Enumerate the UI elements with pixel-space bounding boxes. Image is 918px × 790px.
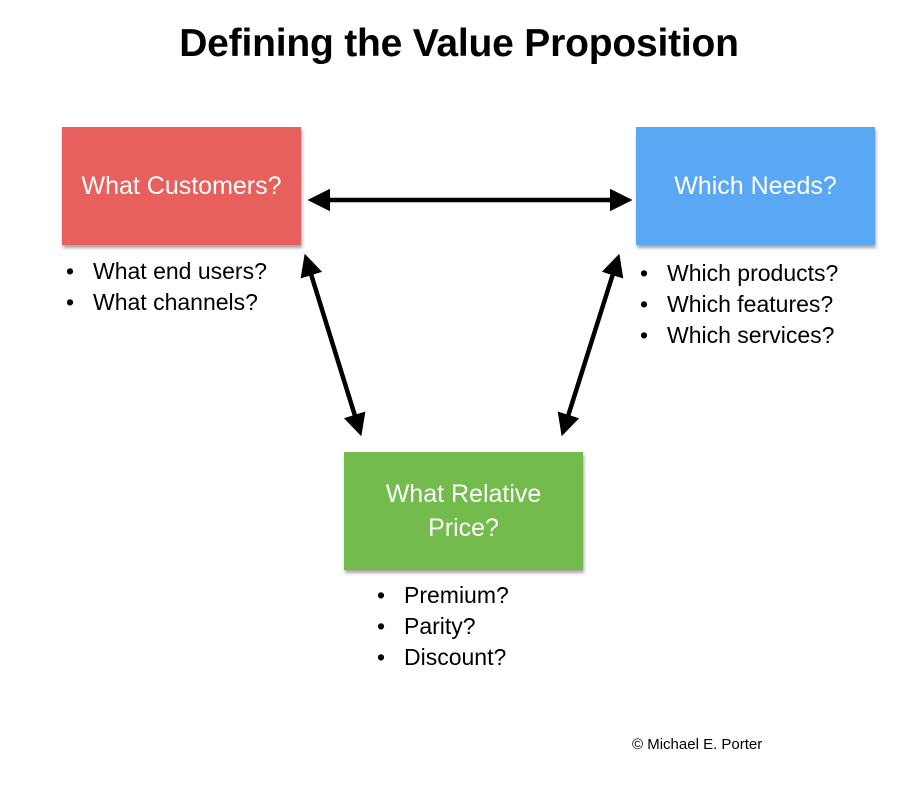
which-needs-box: Which Needs? [636,127,875,245]
what-relative-price-box: What Relative Price? [344,452,583,570]
needs-bullet-item: Which products? [638,258,838,289]
needs-bullet-item: Which features? [638,289,838,320]
what-customers-box: What Customers? [62,127,301,245]
price-bullet-item: Premium? [375,580,509,611]
needs-price-arrow [557,253,624,437]
needs-bullet-item: Which services? [638,320,838,351]
price-bullet-item: Discount? [375,642,509,673]
customers-price-arrow [300,253,366,437]
what-relative-price-label: What Relative Price? [385,480,542,542]
diagram-title: Defining the Value Proposition [179,22,739,65]
copyright-notice: © Michael E. Porter [632,736,763,753]
price-bullet-item: Parity? [375,611,509,642]
customers-bullet-item: What channels? [64,287,267,318]
customers-bullet-item: What end users? [64,256,267,287]
customers-bullet-list: What end users? What channels? [64,256,267,318]
needs-bullet-list: Which products? Which features? Which se… [638,258,838,351]
price-bullet-list: Premium? Parity? Discount? [375,580,509,673]
